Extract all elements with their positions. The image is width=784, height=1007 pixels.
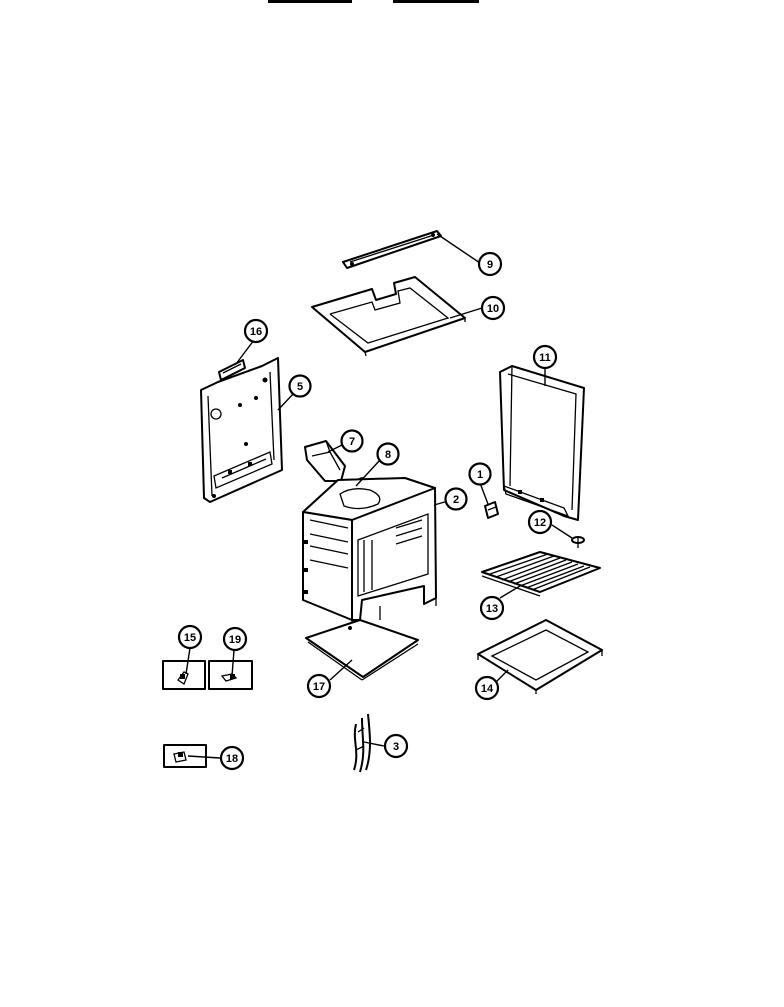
callout-16-label: 16: [250, 326, 262, 338]
part-15-card: [162, 660, 206, 690]
callout-17-label: 17: [313, 681, 325, 693]
callout-9: 9: [477, 251, 503, 277]
part-10-top-panel: [311, 276, 466, 357]
callout-5: 5: [288, 374, 312, 398]
part-18-card: [163, 744, 207, 768]
callout-14: 14: [474, 675, 500, 701]
callout-3: 3: [383, 733, 409, 759]
callout-2-label: 2: [453, 494, 459, 506]
part-13-oven-rack: [481, 551, 601, 597]
callout-10-label: 10: [487, 303, 499, 315]
callout-5-label: 5: [297, 381, 303, 393]
part-16-bracket: [218, 359, 246, 381]
callout-15-label: 15: [184, 632, 196, 644]
leader-lines: [185, 233, 573, 759]
part-2-oven-body: [302, 477, 437, 632]
callout-16: 16: [243, 318, 269, 344]
callout-15: 15: [177, 624, 203, 650]
callout-12: 12: [527, 509, 553, 535]
callout-19-label: 19: [229, 634, 241, 646]
callout-10: 10: [480, 295, 506, 321]
callout-11-label: 11: [539, 352, 551, 364]
callout-7-label: 7: [349, 436, 355, 448]
part-11-door-liner: [499, 365, 585, 521]
callout-2: 2: [444, 487, 468, 511]
part-19-card: [208, 660, 253, 690]
callout-18-label: 18: [226, 753, 238, 765]
callout-12-label: 12: [534, 517, 546, 529]
callout-7: 7: [340, 429, 364, 453]
callout-1-label: 1: [477, 469, 483, 481]
part-1-knob: [484, 501, 499, 519]
callout-8-label: 8: [385, 449, 391, 461]
callout-1: 1: [468, 462, 492, 486]
callout-13: 13: [479, 595, 505, 621]
part-17-bottom-panel: [305, 619, 419, 681]
part-9-trim-strip: [342, 230, 442, 269]
callout-8: 8: [376, 442, 400, 466]
header-rule-marks: [268, 0, 479, 3]
callout-13-label: 13: [486, 603, 498, 615]
part-12-foot: [571, 536, 585, 548]
callout-17: 17: [306, 673, 332, 699]
part-14-broiler-pan: [477, 619, 603, 694]
callout-9-label: 9: [487, 259, 493, 271]
callout-11: 11: [532, 344, 558, 370]
callout-19: 19: [222, 626, 248, 652]
callout-3-label: 3: [393, 741, 399, 753]
part-5-rear-panel: [200, 357, 283, 503]
callout-14-label: 14: [481, 683, 494, 695]
callout-18: 18: [219, 745, 245, 771]
